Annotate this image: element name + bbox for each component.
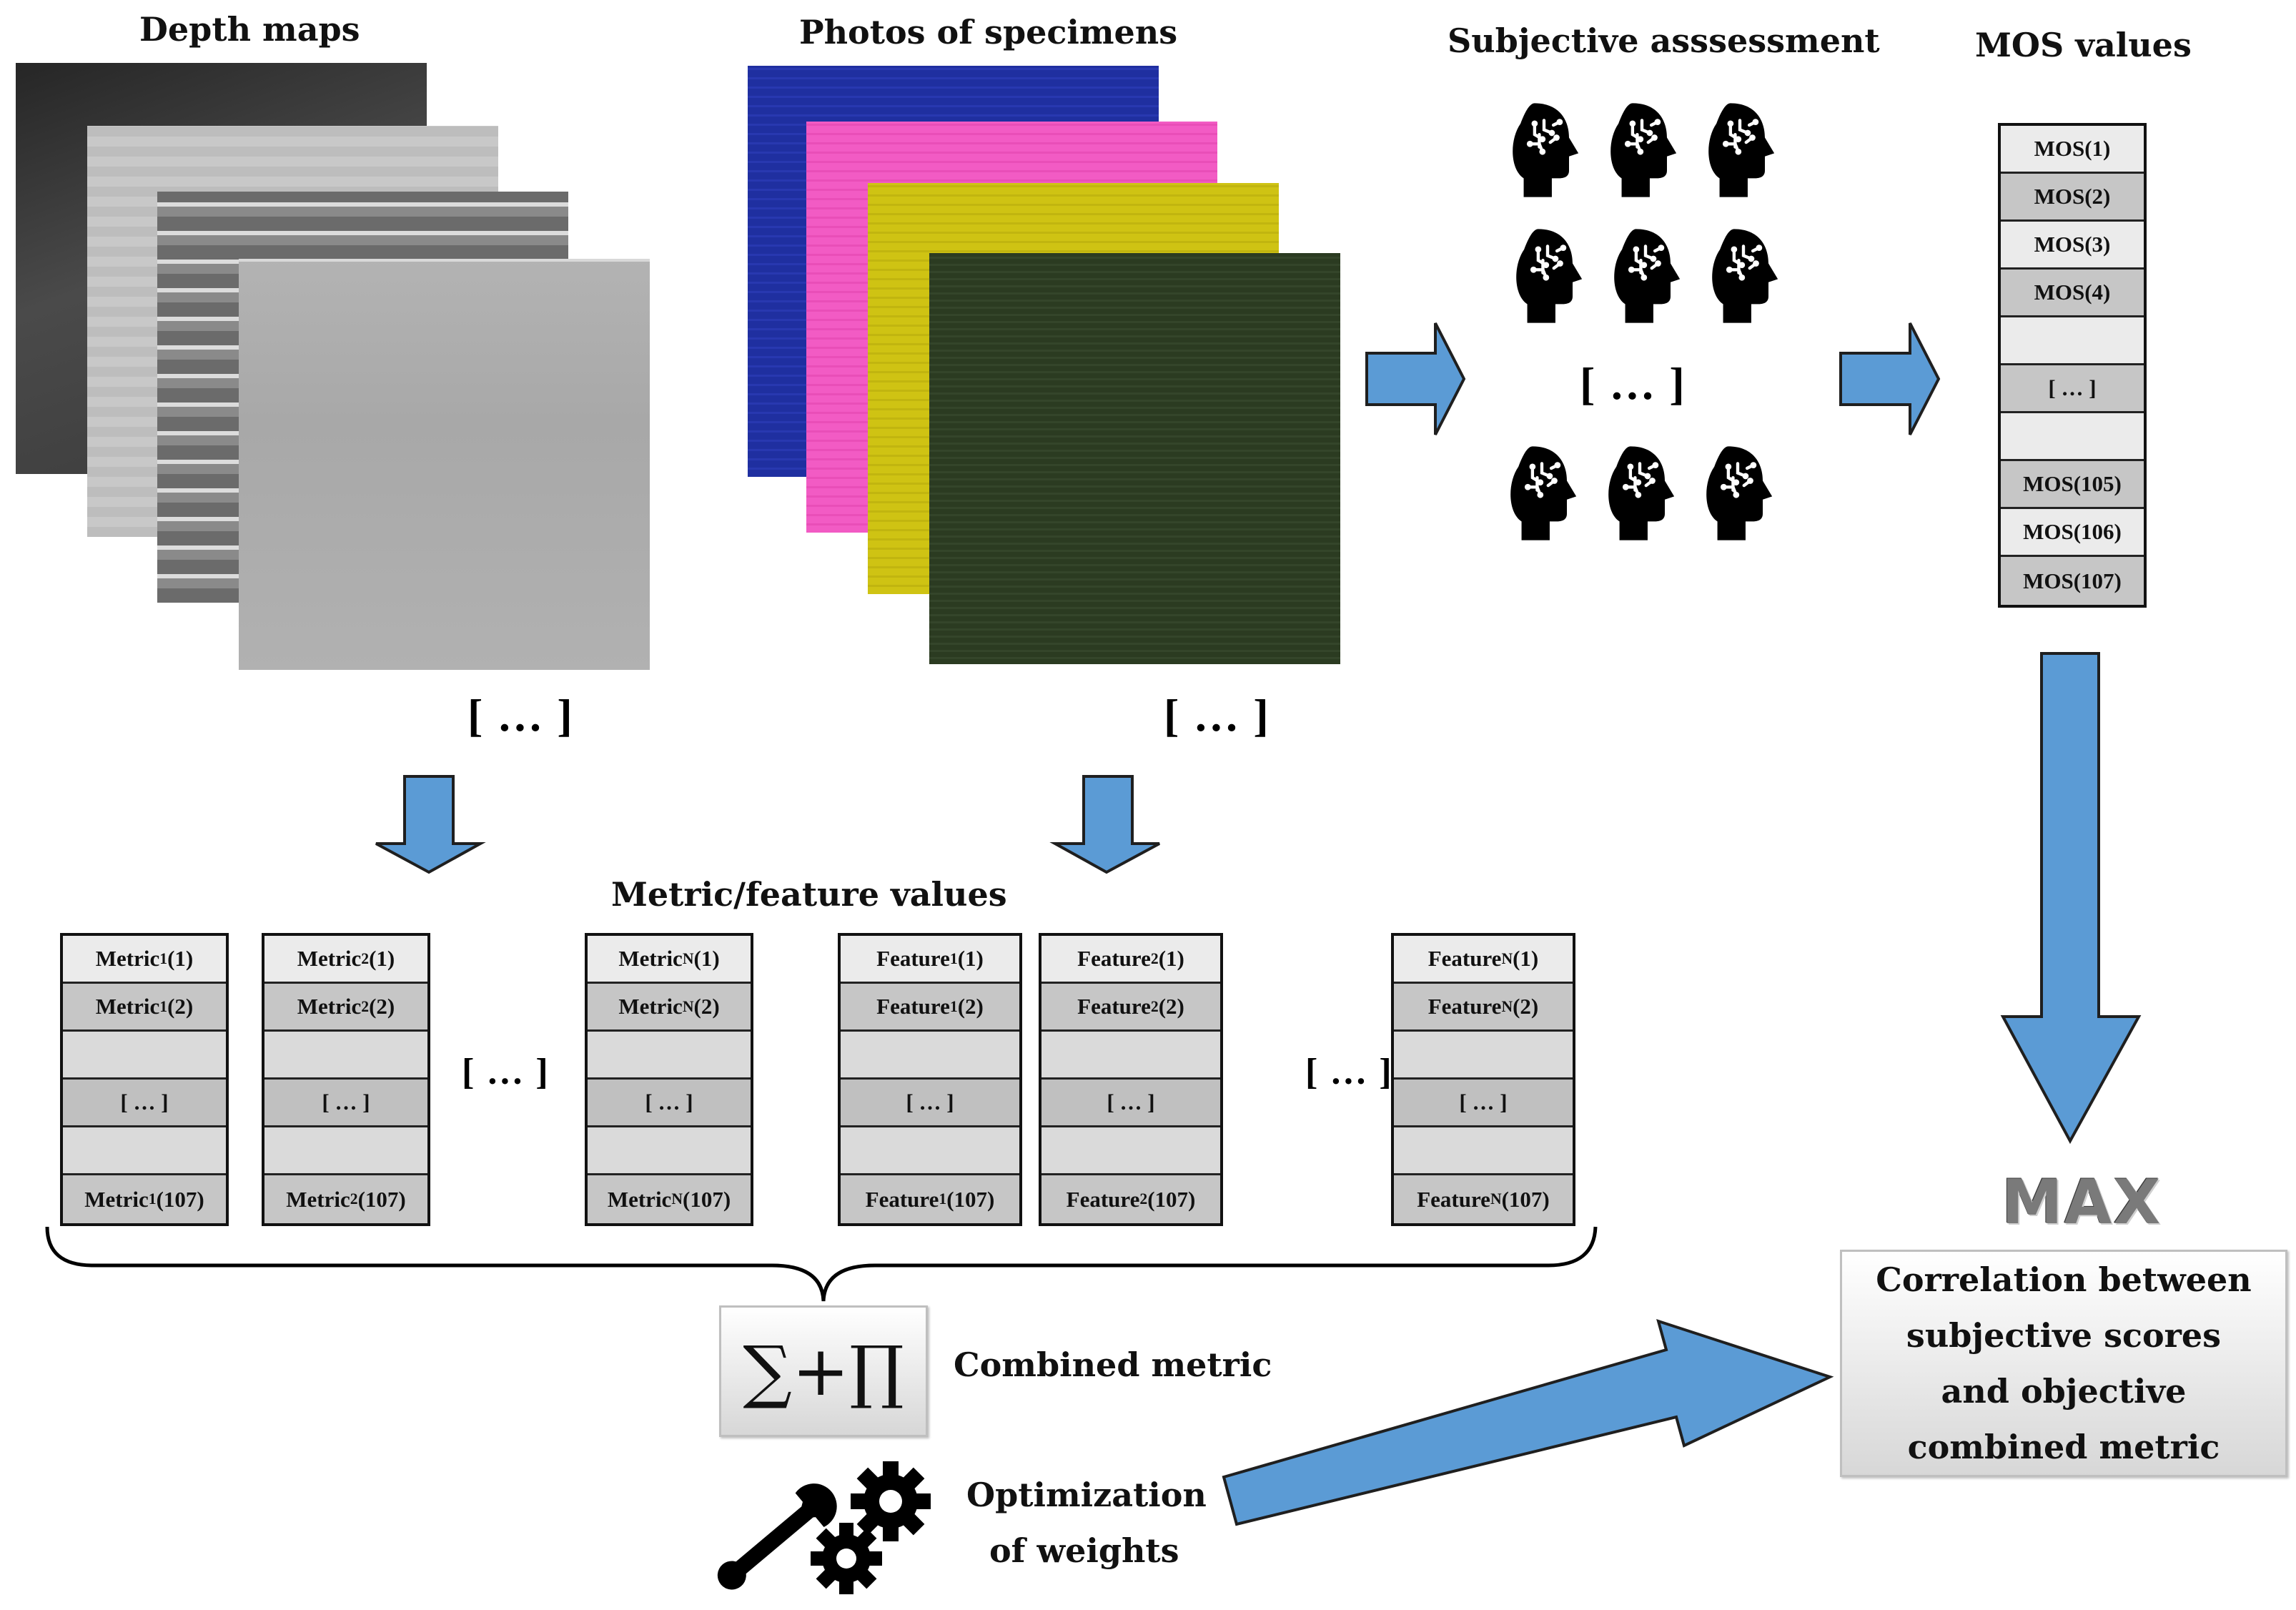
arrow-mos-down: [2000, 652, 2142, 1145]
arrow-to-correlation: [1222, 1318, 1834, 1526]
feature-1-cell: [841, 1032, 1019, 1080]
metric-1-cell: [ … ]: [63, 1080, 226, 1127]
arrow-to-subjective: [1365, 322, 1466, 435]
correlation-line: combined metric: [1907, 1428, 2220, 1466]
mos-cell: MOS(2): [2001, 174, 2144, 222]
mos-cell: MOS(105): [2001, 461, 2144, 509]
correlation-line: and objective: [1941, 1372, 2187, 1411]
heading-mos: MOS values: [1975, 26, 2192, 64]
mos-cell: MOS(4): [2001, 270, 2144, 317]
feature-2-cell: [1041, 1127, 1220, 1175]
metric-1-cell: [63, 1127, 226, 1175]
arrow-photos-down: [1049, 775, 1160, 874]
feature-1-cell: [841, 1127, 1019, 1175]
ellipsis-metrics: [ … ]: [462, 1052, 550, 1092]
metric-2-cell: [ … ]: [264, 1080, 427, 1127]
mos-cell: MOS(3): [2001, 222, 2144, 270]
label-optimization-line1: Optimization: [966, 1476, 1207, 1514]
heading-metric-feature: Metric/feature values: [611, 875, 1007, 914]
ellipsis-assessors: [ … ]: [1580, 358, 1686, 409]
combined-symbol: ∑+∏: [743, 1331, 904, 1411]
heading-photos: Photos of specimens: [799, 13, 1178, 51]
mos-cell: MOS(106): [2001, 509, 2144, 557]
feature-2-cell: [1041, 1032, 1220, 1080]
correlation-box: Correlation between subjective scores an…: [1840, 1250, 2287, 1477]
wrench-and-gears-icon: [717, 1461, 931, 1594]
mos-cell: MOS(1): [2001, 126, 2144, 174]
metric-n-cell: [588, 1127, 751, 1175]
mos-cell: [ … ]: [2001, 365, 2144, 413]
arrow-depth-down: [375, 775, 486, 874]
metric-2-cell: [264, 1032, 427, 1080]
mos-cell: [2001, 317, 2144, 365]
metric-n-cell: [588, 1032, 751, 1080]
ellipsis-depth: [ … ]: [467, 690, 574, 741]
heading-subjective: Subjective asssessment: [1448, 21, 1880, 60]
ellipsis-photos: [ … ]: [1164, 690, 1270, 741]
feature-n-cell: [ … ]: [1394, 1080, 1573, 1127]
metric-1-cell: [63, 1032, 226, 1080]
max-label: MAX: [2001, 1167, 2162, 1238]
metric-2-cell: [264, 1127, 427, 1175]
mos-cell: MOS(107): [2001, 557, 2144, 605]
photo-green-specimen: [929, 253, 1340, 664]
metric-n-cell: [ … ]: [588, 1080, 751, 1127]
feature-1-cell: [ … ]: [841, 1080, 1019, 1127]
label-combined-metric: Combined metric: [954, 1345, 1272, 1384]
feature-n-cell: [1394, 1032, 1573, 1080]
correlation-line: Correlation between: [1876, 1260, 2252, 1299]
feature-2-cell: [ … ]: [1041, 1080, 1220, 1127]
feature-n-cell: [1394, 1127, 1573, 1175]
heading-depth-maps: Depth maps: [139, 10, 360, 49]
arrow-to-mos: [1839, 322, 1941, 435]
combined-metric-box: ∑+∏: [719, 1305, 928, 1437]
depth-map-image: [239, 259, 650, 670]
correlation-line: subjective scores: [1906, 1316, 2222, 1355]
mos-column: MOS(1)MOS(2)MOS(3)MOS(4)[ … ]MOS(105)MOS…: [1998, 123, 2147, 608]
ellipsis-features: [ … ]: [1305, 1052, 1393, 1092]
label-optimization-line2: of weights: [989, 1531, 1179, 1570]
mos-cell: [2001, 413, 2144, 461]
